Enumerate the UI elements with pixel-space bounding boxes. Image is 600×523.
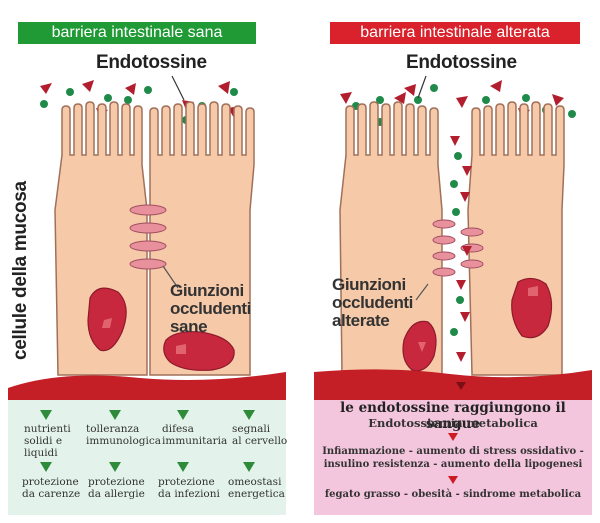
- left-effect-arrow-7: [177, 462, 189, 472]
- left-effect-7: protezione da infezioni: [158, 476, 220, 500]
- right-junction-label: Giunzioni occludenti alterate: [332, 276, 432, 330]
- left-effect-arrow-1: [40, 410, 52, 420]
- left-effect-arrow-6: [109, 462, 121, 472]
- left-cell-2: [149, 101, 255, 376]
- blood-title: le endotossine raggiungono il sangue: [340, 400, 566, 432]
- left-effect-8: omeostasi energetica: [228, 476, 285, 500]
- right-header: barriera intestinale alterata: [330, 22, 580, 44]
- right-blood-layer: [314, 369, 592, 400]
- left-effect-5: protezione da carenze: [22, 476, 81, 500]
- right-junction-line1: Giunzioni: [332, 275, 406, 294]
- left-effect-1: nutrienti solidi e liquidi: [24, 423, 71, 459]
- right-cell-1: [339, 101, 443, 376]
- blood-subtitle: Endotossiemia metabolica: [368, 416, 538, 430]
- left-cell-1: [54, 101, 148, 376]
- left-endotoxin-label: Endotossine: [96, 52, 207, 73]
- left-junction-label: Giunzioni occludenti sane: [170, 282, 270, 336]
- left-blood-layer: [8, 372, 286, 400]
- left-tight-junctions: [129, 204, 167, 270]
- left-junction-line3: sane: [170, 317, 208, 336]
- left-header: barriera intestinale sana: [18, 22, 256, 44]
- right-mucosa-diagram: [314, 75, 592, 400]
- left-junction-line2: occludenti: [170, 299, 252, 318]
- left-effect-4: segnali al cervello: [232, 423, 288, 447]
- left-effect-arrow-3: [177, 410, 189, 420]
- left-effect-arrow-4: [243, 410, 255, 420]
- left-effect-3: difesa immunitaria: [162, 423, 228, 447]
- left-junction-line1: Giunzioni: [170, 281, 244, 300]
- effect-line-1: Infiammazione - aumento di stress ossida…: [322, 446, 584, 457]
- left-effect-arrow-5: [40, 462, 52, 472]
- left-mucosa-diagram: [8, 75, 286, 400]
- left-effect-arrow-8: [243, 462, 255, 472]
- right-effect-arrow-2: [448, 476, 458, 484]
- right-junction-line2: occludenti: [332, 293, 414, 312]
- leaking-endotoxins: [450, 136, 472, 362]
- effect-line-2: insulino resistenza - aumento della lipo…: [323, 459, 583, 470]
- right-endotoxin-label: Endotossine: [406, 52, 517, 73]
- right-junction-line3: alterate: [332, 311, 390, 330]
- left-effect-2: tolleranza immunologica: [86, 423, 162, 447]
- right-tight-junctions: [432, 219, 484, 277]
- left-effect-arrow-2: [109, 410, 121, 420]
- left-effect-6: protezione da allergie: [88, 476, 145, 500]
- left-effects-box: [8, 388, 286, 515]
- right-header-text: barriera intestinale alterata: [360, 24, 550, 41]
- effect-line-3: fegato grasso - obesità - sindrome metab…: [324, 489, 582, 500]
- right-effects-box: [314, 388, 592, 515]
- right-cell-2: [467, 101, 565, 376]
- left-header-text: barriera intestinale sana: [51, 24, 223, 41]
- side-label: cellule della mucosa: [10, 181, 31, 360]
- right-effect-arrow-1: [448, 433, 458, 441]
